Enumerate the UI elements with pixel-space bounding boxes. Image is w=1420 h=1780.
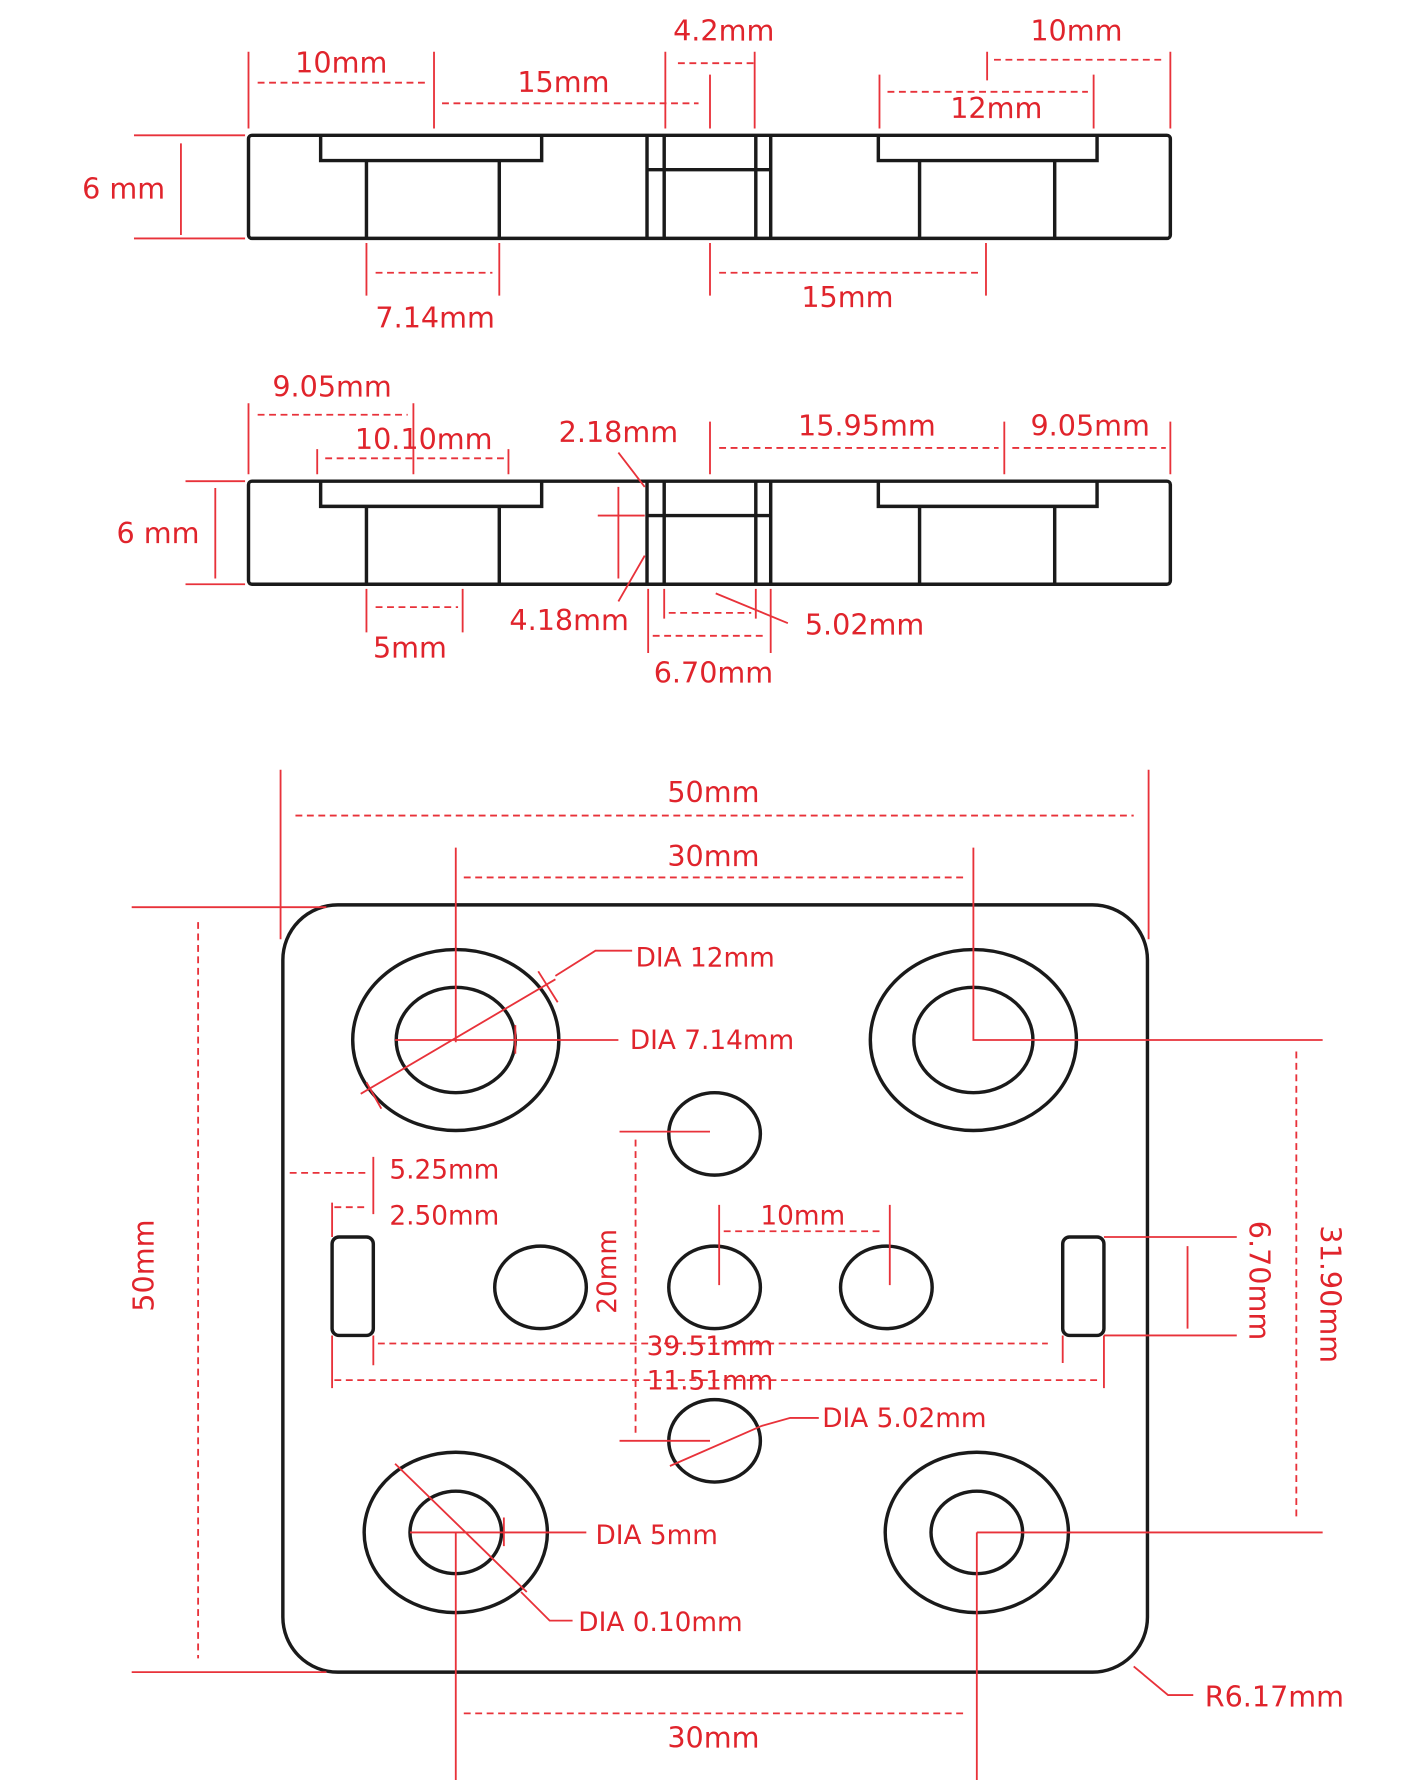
dim-label: 6.70mm [654, 656, 773, 690]
dim-label: 10mm [1030, 13, 1122, 47]
dim-label: 31.90mm [1313, 1225, 1347, 1363]
dim-label: 30mm [667, 1721, 759, 1755]
dim-label: 6 mm [117, 516, 200, 550]
dim-label: R6.17mm [1205, 1680, 1344, 1714]
small-hole [667, 1244, 763, 1331]
side-body [246, 133, 1173, 241]
dim-label: DIA 5.02mm [822, 1404, 986, 1434]
left-counterbore [318, 135, 544, 239]
dim-label: 15.95mm [798, 408, 936, 442]
dim-label: 10.10mm [355, 422, 493, 456]
dim-label: 50mm [667, 775, 759, 809]
dim-label: 20mm [593, 1229, 623, 1314]
dim-label: DIA 0.10mm [578, 1608, 742, 1638]
dim-label: 12mm [950, 91, 1042, 125]
slot [1060, 1235, 1106, 1338]
dim-label: 50mm [126, 1220, 160, 1312]
dim-label: 30mm [667, 839, 759, 873]
small-hole [667, 1090, 763, 1177]
dim-label: DIA 7.14mm [630, 1026, 794, 1056]
top-view: 50mm 30mm DIA 12mm DIA 7.14mm 5.25mm 2.5… [126, 769, 1347, 1780]
dim-label: 5mm [373, 631, 447, 665]
side-view-2: 9.05mm 10.10mm 2.18mm 15.95mm 9.05mm 6 m… [117, 369, 1173, 690]
dim-label: 6 mm [82, 171, 165, 205]
dim-label: 10mm [295, 45, 387, 79]
dim-label: 9.05mm [272, 369, 391, 403]
dim-label: 15mm [801, 280, 893, 314]
dim-label: 10mm [760, 1201, 845, 1231]
center-slot [645, 135, 773, 239]
dim-label: 5.25mm [389, 1156, 499, 1186]
dim-label: 2.50mm [389, 1201, 499, 1231]
dim-label: 39.51mm [647, 1332, 774, 1362]
slot [330, 1235, 376, 1338]
dim-label: 4.18mm [509, 603, 628, 637]
small-hole [492, 1244, 589, 1331]
dim-label: 7.14mm [375, 301, 494, 335]
dim-label: 2.18mm [559, 415, 678, 449]
side-view-1: 10mm 15mm 4.2mm 10mm 12mm 6 mm 7.14mm 15… [82, 13, 1173, 335]
dim-label: 9.05mm [1030, 408, 1149, 442]
small-hole [838, 1244, 934, 1331]
right-counterbore [876, 135, 1099, 239]
dim-label: DIA 12mm [636, 944, 775, 974]
dim-label: DIA 5mm [595, 1521, 717, 1551]
dim-label: 4.2mm [673, 13, 774, 47]
side-body [246, 479, 1173, 586]
dim-label: 15mm [517, 65, 609, 99]
dim-label: 6.70mm [1242, 1221, 1276, 1340]
dim-label: 5.02mm [805, 608, 924, 642]
plate-outline [281, 903, 1150, 1674]
dim-label: 11.51mm [647, 1366, 774, 1396]
